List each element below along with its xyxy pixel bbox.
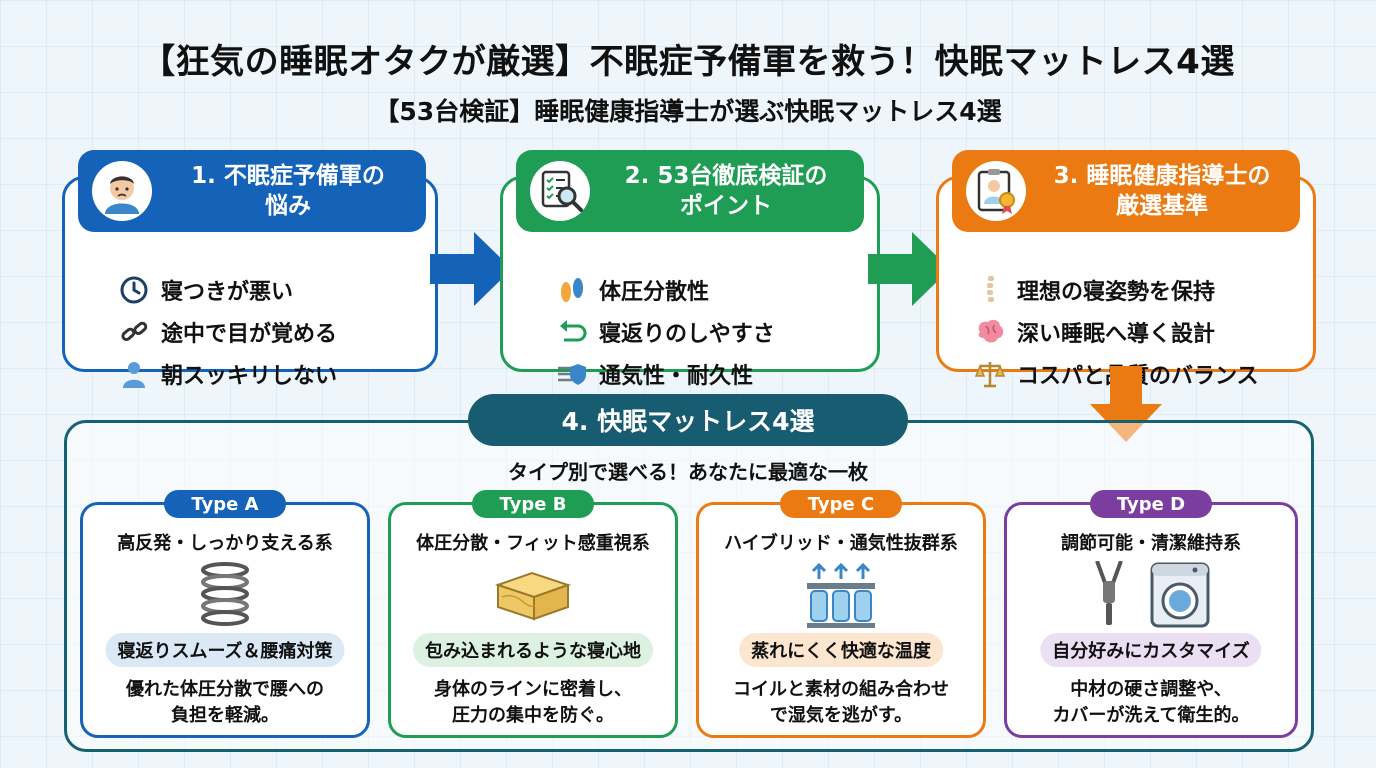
step-item-label: 寝つきが悪い: [161, 280, 294, 305]
type-card-highlight: 蒸れにくく快適な温度: [739, 633, 943, 667]
footprints-icon: [555, 273, 589, 307]
tired-person-icon: [117, 357, 151, 391]
arrow-right-icon: [430, 232, 512, 306]
section-4-title: 4. 快眠マットレス4選: [468, 394, 908, 446]
step-item-label: 途中で目が覚める: [161, 322, 338, 347]
spine-icon: [973, 273, 1007, 307]
step-1-title-line2: 悩み: [265, 193, 311, 219]
desc-line: 中材の硬さ調整や、: [1070, 679, 1232, 700]
step-3-item: 理想の寝姿勢を保持: [973, 269, 1259, 311]
checklist-magnifier-icon: [530, 161, 590, 221]
section-4-subtitle: タイプ別で選べる！あなたに最適な一枚: [508, 460, 868, 484]
desc-line: 身体のラインに密着し、: [434, 679, 632, 700]
foam-block-icon: [494, 571, 572, 621]
step-item-label: 通気性・耐久性: [599, 364, 754, 389]
step-item-label: 体圧分散性: [599, 280, 710, 305]
page-title: 【狂気の睡眠オタクが厳選】不眠症予備軍を救う！快眠マットレス4選: [141, 42, 1235, 82]
desc-line: 負担を軽減。: [171, 705, 279, 726]
broken-chain-icon: [117, 315, 151, 349]
step-2-list: 体圧分散性 寝返りのしやすさ 通気性・耐久性: [555, 269, 775, 395]
step-2-item: 通気性・耐久性: [555, 353, 775, 395]
step-2-item: 寝返りのしやすさ: [555, 311, 775, 353]
page-subtitle: 【53台検証】睡眠健康指導士が選ぶ快眠マットレス4選: [374, 97, 1002, 126]
step-2-title-line1: 2. 53台徹底検証の: [624, 163, 828, 189]
step-3-header: 3. 睡眠健康指導士の 厳選基準: [952, 150, 1300, 232]
arrow-down-icon: [1090, 366, 1162, 442]
arrow-right-icon: [868, 232, 950, 306]
desc-line: 圧力の集中を防ぐ。: [452, 705, 614, 726]
type-card-description: 身体のラインに密着し、 圧力の集中を防ぐ。: [391, 677, 675, 729]
type-card-highlight: 自分好みにカスタマイズ: [1040, 633, 1262, 667]
type-d-card: 調節可能・清潔維持系 自分好みにカスタマイズ 中材の硬さ調整や、 カバーが洗えて…: [1004, 502, 1298, 738]
type-card-subtitle: 体圧分散・フィット感重視系: [416, 533, 650, 554]
washing-machine-icon: [1150, 562, 1210, 628]
type-card-highlight: 寝返りスムーズ＆腰痛対策: [105, 633, 345, 667]
type-d-tag: Type D: [1090, 490, 1212, 518]
step-1-header: 1. 不眠症予備軍の 悩み: [78, 150, 426, 232]
type-card-subtitle: ハイブリッド・通気性抜群系: [724, 533, 958, 554]
type-card-highlight: 包み込まれるような寝心地: [413, 633, 653, 667]
balance-scale-icon: [973, 357, 1007, 391]
step-item-label: 朝スッキリしない: [161, 364, 338, 389]
doctor-certificate-icon: [966, 161, 1026, 221]
desc-line: 優れた体圧分散で腰への: [126, 679, 324, 700]
clock-icon: [117, 273, 151, 307]
desc-line: で湿気を逃がす。: [769, 705, 913, 726]
type-b-card: 体圧分散・フィット感重視系 包み込まれるような寝心地 身体のラインに密着し、 圧…: [388, 502, 678, 738]
airflow-shield-icon: [555, 357, 589, 391]
step-1-item: 途中で目が覚める: [117, 311, 337, 353]
step-item-label: 理想の寝姿勢を保持: [1017, 280, 1216, 305]
step-1-title-line1: 1. 不眠症予備軍の: [191, 163, 385, 189]
step-2-item: 体圧分散性: [555, 269, 775, 311]
hybrid-coil-airflow-icon: [807, 562, 875, 628]
step-2-title-line2: ポイント: [680, 193, 772, 219]
type-b-tag: Type B: [472, 490, 594, 518]
type-card-subtitle: 調節可能・清潔維持系: [1061, 533, 1241, 554]
type-card-subtitle: 高反発・しっかり支える系: [117, 533, 333, 554]
step-3-title-line2: 厳選基準: [1116, 193, 1208, 219]
type-card-description: 中材の硬さ調整や、 カバーが洗えて衛生的。: [1007, 677, 1295, 729]
type-a-tag: Type A: [164, 490, 286, 518]
desc-line: カバーが洗えて衛生的。: [1052, 705, 1250, 726]
turn-arrow-icon: [555, 315, 589, 349]
worried-person-icon: [92, 161, 152, 221]
coil-spring-icon: [201, 562, 249, 626]
type-c-tag: Type C: [780, 490, 902, 518]
step-3-item: 深い睡眠へ導く設計: [973, 311, 1259, 353]
zipper-icon: [1095, 561, 1123, 625]
type-c-card: ハイブリッド・通気性抜群系 蒸れにくく快適な温度 コイルと素材の組み合わせ で湿…: [696, 502, 986, 738]
step-item-label: 深い睡眠へ導く設計: [1017, 322, 1216, 347]
step-3-title-line1: 3. 睡眠健康指導士の: [1053, 163, 1271, 189]
step-2-header: 2. 53台徹底検証の ポイント: [516, 150, 864, 232]
brain-icon: [973, 315, 1007, 349]
step-1-item: 寝つきが悪い: [117, 269, 337, 311]
step-1-list: 寝つきが悪い 途中で目が覚める 朝スッキリしない: [117, 269, 337, 395]
step-item-label: 寝返りのしやすさ: [599, 322, 775, 347]
desc-line: コイルと素材の組み合わせ: [733, 679, 949, 700]
type-card-description: コイルと素材の組み合わせ で湿気を逃がす。: [699, 677, 983, 729]
type-a-card: 高反発・しっかり支える系 寝返りスムーズ＆腰痛対策 優れた体圧分散で腰への 負担…: [80, 502, 370, 738]
zipper-washing-machine-icon: [1007, 561, 1295, 629]
step-1-item: 朝スッキリしない: [117, 353, 337, 395]
type-card-description: 優れた体圧分散で腰への 負担を軽減。: [83, 677, 367, 729]
